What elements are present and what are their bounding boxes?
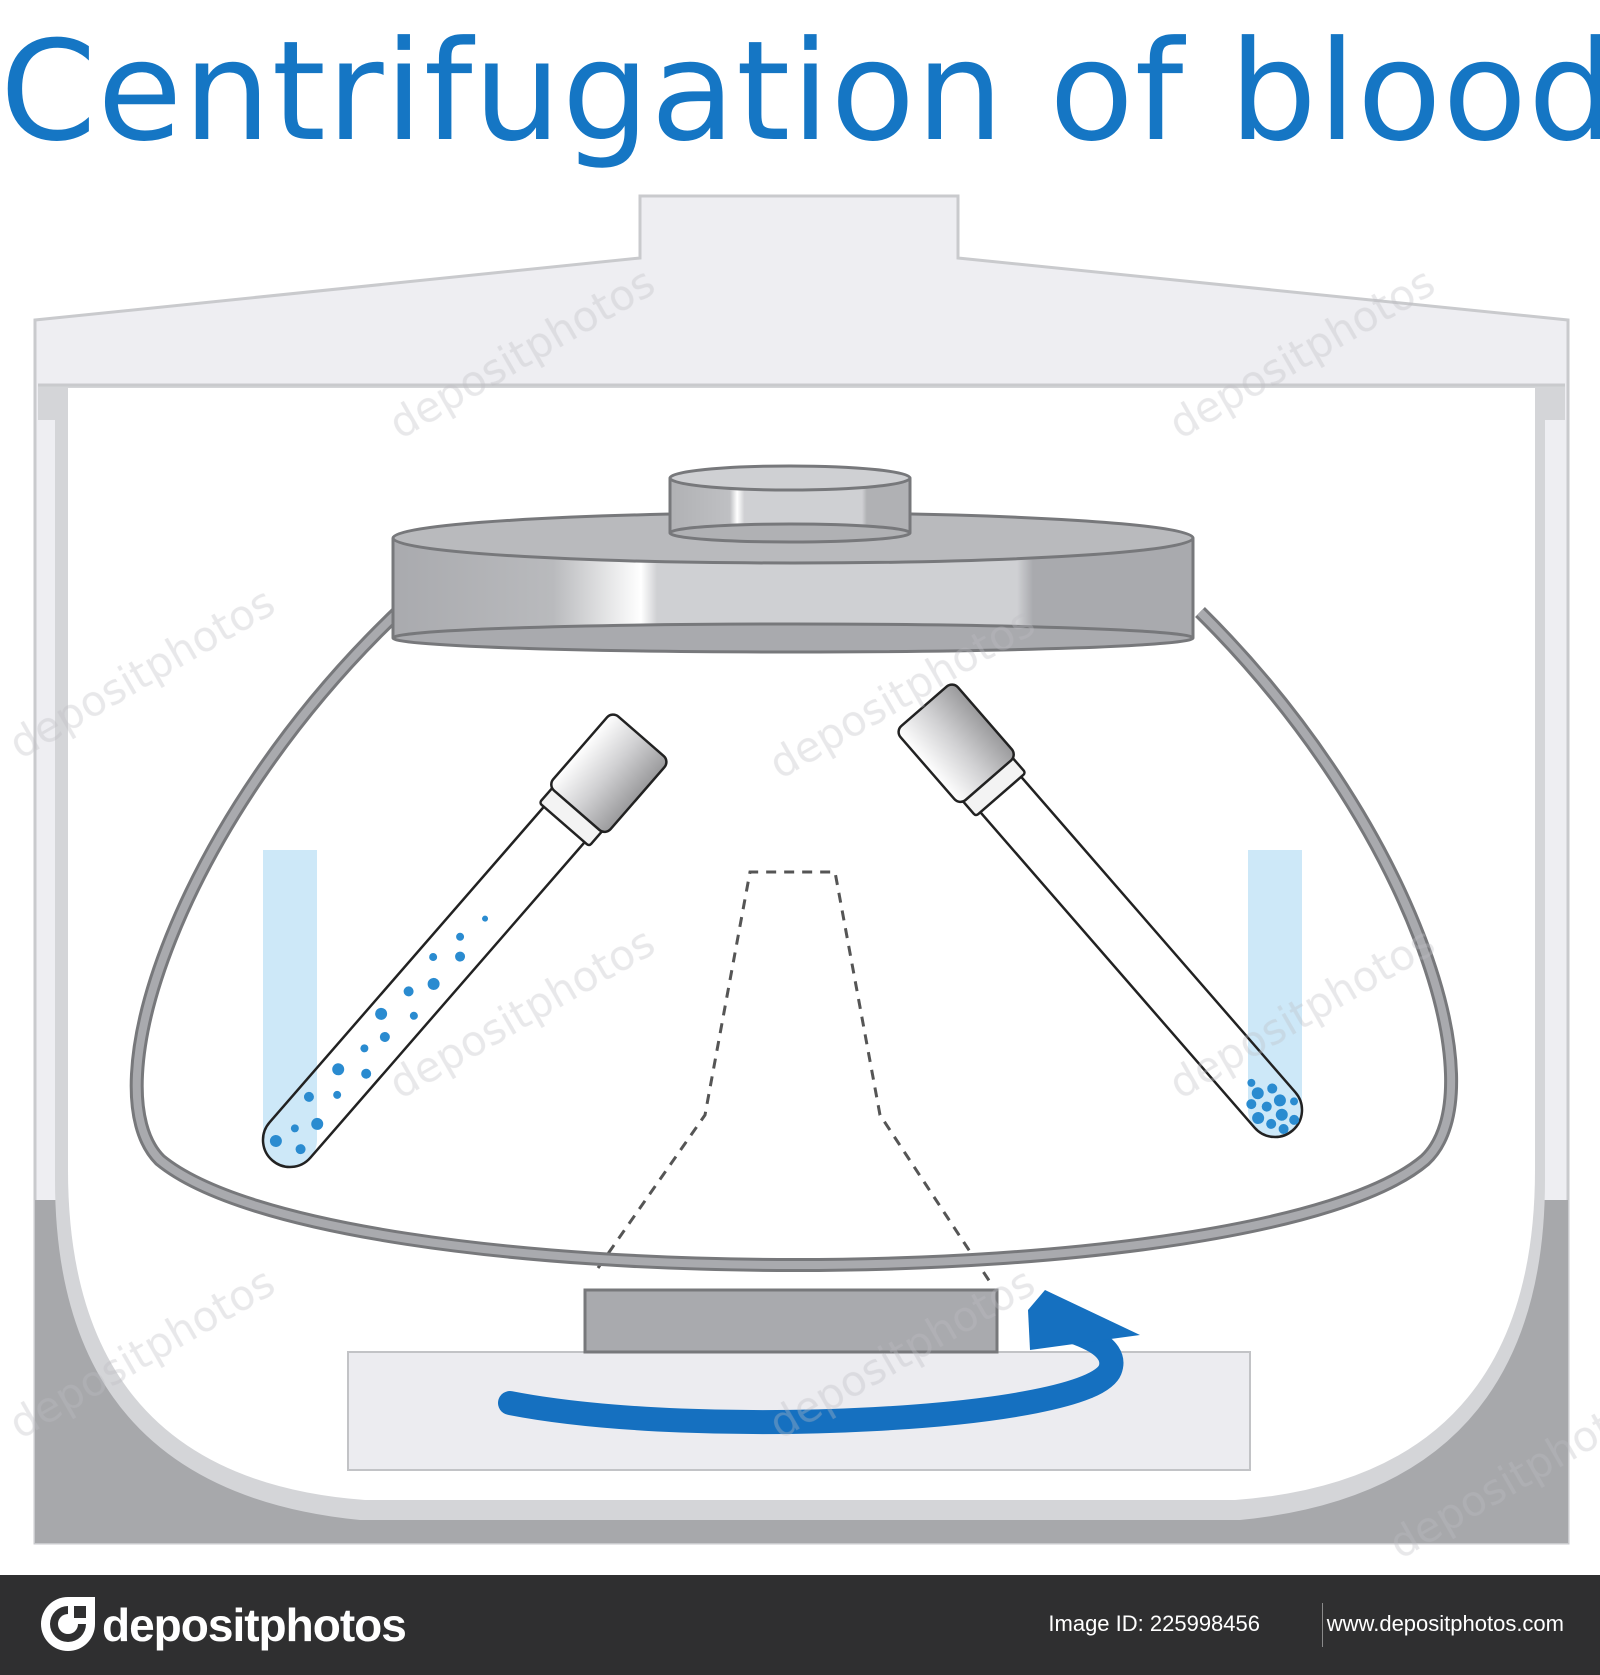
footer-bar: depositphotos Image ID: 225998456 www.de…	[0, 1575, 1600, 1675]
blood-cells-mixed	[269, 915, 489, 1155]
spindle-outline	[596, 870, 992, 1283]
test-tube-after	[897, 683, 1304, 1139]
rotor-lid	[391, 511, 1195, 654]
test-tube-before	[261, 713, 668, 1169]
rotation-arrow-icon	[498, 1290, 1140, 1435]
depositphotos-logo-icon	[41, 1597, 95, 1651]
website-link[interactable]: www.depositphotos.com	[1326, 1611, 1564, 1636]
blood-cells-sediment	[1246, 1078, 1300, 1135]
brand-name[interactable]: depositphotos	[102, 1599, 407, 1651]
rotor-cap	[668, 464, 912, 544]
spindle-hub	[583, 1288, 999, 1354]
footer-divider	[1322, 1603, 1323, 1647]
image-id-label: Image ID: 225998456	[1048, 1611, 1260, 1636]
centrifuge-diagram: depositphotos depositphotos depositphoto…	[1, 194, 1600, 1569]
page-title: Centrifugation of blood	[0, 11, 1600, 172]
